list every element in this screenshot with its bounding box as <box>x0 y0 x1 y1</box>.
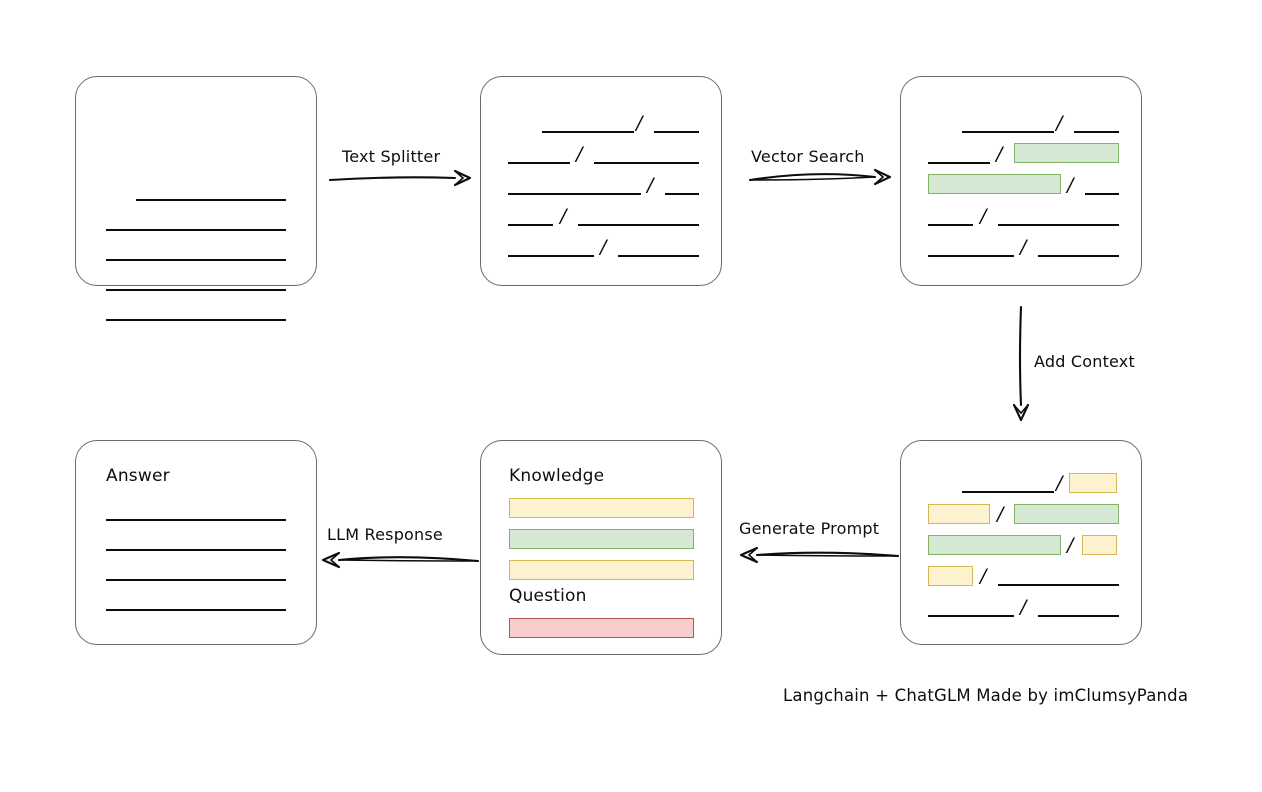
matched-chunks-lines: / / / / / <box>901 77 1141 285</box>
prompt-knowledge-bar-1[interactable] <box>509 498 694 518</box>
chunk-separator: / <box>1020 596 1027 618</box>
prompt-question-bar[interactable] <box>509 618 694 638</box>
answer-line <box>106 609 286 611</box>
prompt-knowledge-bar-2[interactable] <box>509 529 694 549</box>
chunk-separator: / <box>1067 174 1074 196</box>
chunk-separator: / <box>647 174 654 196</box>
chunk-separator: / <box>636 112 643 134</box>
chunk-line <box>508 162 570 164</box>
chunk-line <box>508 224 553 226</box>
context-chunk-yellow[interactable] <box>928 504 990 524</box>
chunk-line <box>594 162 699 164</box>
prompt-box[interactable]: Knowledge Question <box>480 440 722 655</box>
answer-line <box>106 519 286 521</box>
source-document-lines <box>76 77 316 321</box>
prompt-section-heading-knowledge: Knowledge <box>509 466 605 486</box>
chunk-line <box>998 224 1119 226</box>
chunk-line <box>1074 131 1119 133</box>
chunk-separator: / <box>996 143 1003 165</box>
prompt-contents: Knowledge Question <box>481 441 721 654</box>
edge-label-llm-response: LLM Response <box>327 525 443 544</box>
doc-line <box>106 319 286 321</box>
chunk-separator: / <box>1020 236 1027 258</box>
split-chunks-lines: / / / / / <box>481 77 721 285</box>
chunk-line <box>928 615 1014 617</box>
chunk-line <box>998 584 1119 586</box>
answer-box[interactable]: Answer <box>75 440 317 645</box>
edge-label-add-context: Add Context <box>1034 352 1135 371</box>
matched-chunks-box[interactable]: / / / / / <box>900 76 1142 286</box>
chunk-line <box>542 131 634 133</box>
chunk-line <box>928 162 990 164</box>
doc-line <box>136 199 286 201</box>
chunk-line <box>508 193 641 195</box>
doc-line <box>106 259 286 261</box>
context-chunk-green[interactable] <box>1014 504 1119 524</box>
edge-label-generate-prompt: Generate Prompt <box>739 519 880 538</box>
chunk-line <box>578 224 699 226</box>
context-chunk-yellow[interactable] <box>1082 535 1117 555</box>
retrieved-chunk-green[interactable] <box>1014 143 1119 163</box>
chunk-line <box>928 224 973 226</box>
chunk-line <box>962 131 1054 133</box>
chunk-line <box>508 255 594 257</box>
chunk-separator: / <box>980 565 987 587</box>
chunk-line <box>665 193 699 195</box>
edge-label-vector-search: Vector Search <box>751 147 865 166</box>
edge-label-text-splitter: Text Splitter <box>342 147 441 166</box>
context-chunk-green[interactable] <box>928 535 1061 555</box>
chunk-separator: / <box>980 205 987 227</box>
chunk-separator: / <box>600 236 607 258</box>
chunk-line <box>618 255 699 257</box>
arrow-text-splitter <box>328 169 472 187</box>
arrow-generate-prompt <box>739 546 900 564</box>
chunk-separator: / <box>560 205 567 227</box>
chunk-separator: / <box>1056 472 1063 494</box>
chunk-separator: / <box>997 503 1004 525</box>
answer-label: Answer <box>106 466 170 486</box>
prompt-knowledge-bar-3[interactable] <box>509 560 694 580</box>
context-chunk-yellow[interactable] <box>928 566 973 586</box>
retrieved-chunk-green[interactable] <box>928 174 1061 194</box>
chunk-line <box>654 131 699 133</box>
chunk-line <box>1038 615 1119 617</box>
source-document-box[interactable] <box>75 76 317 321</box>
arrow-llm-response <box>321 551 480 569</box>
footer-credit: Langchain + ChatGLM Made by imClumsyPand… <box>783 686 1189 705</box>
answer-contents: Answer <box>76 441 316 644</box>
chunk-line <box>1038 255 1119 257</box>
chunk-line <box>962 491 1054 493</box>
context-chunks-box[interactable]: / / / / / <box>900 440 1142 645</box>
doc-line <box>106 289 286 291</box>
split-chunks-box[interactable]: / / / / / <box>480 76 722 286</box>
chunk-line <box>928 255 1014 257</box>
chunk-separator: / <box>1067 534 1074 556</box>
doc-line <box>106 229 286 231</box>
answer-line <box>106 579 286 581</box>
prompt-section-heading-question: Question <box>509 586 587 606</box>
chunk-separator: / <box>576 143 583 165</box>
answer-line <box>106 549 286 551</box>
context-chunks-lines: / / / / / <box>901 441 1141 644</box>
arrow-add-context <box>1012 305 1030 422</box>
arrow-vector-search <box>748 168 892 186</box>
chunk-line <box>1085 193 1119 195</box>
context-chunk-yellow[interactable] <box>1069 473 1117 493</box>
chunk-separator: / <box>1056 112 1063 134</box>
